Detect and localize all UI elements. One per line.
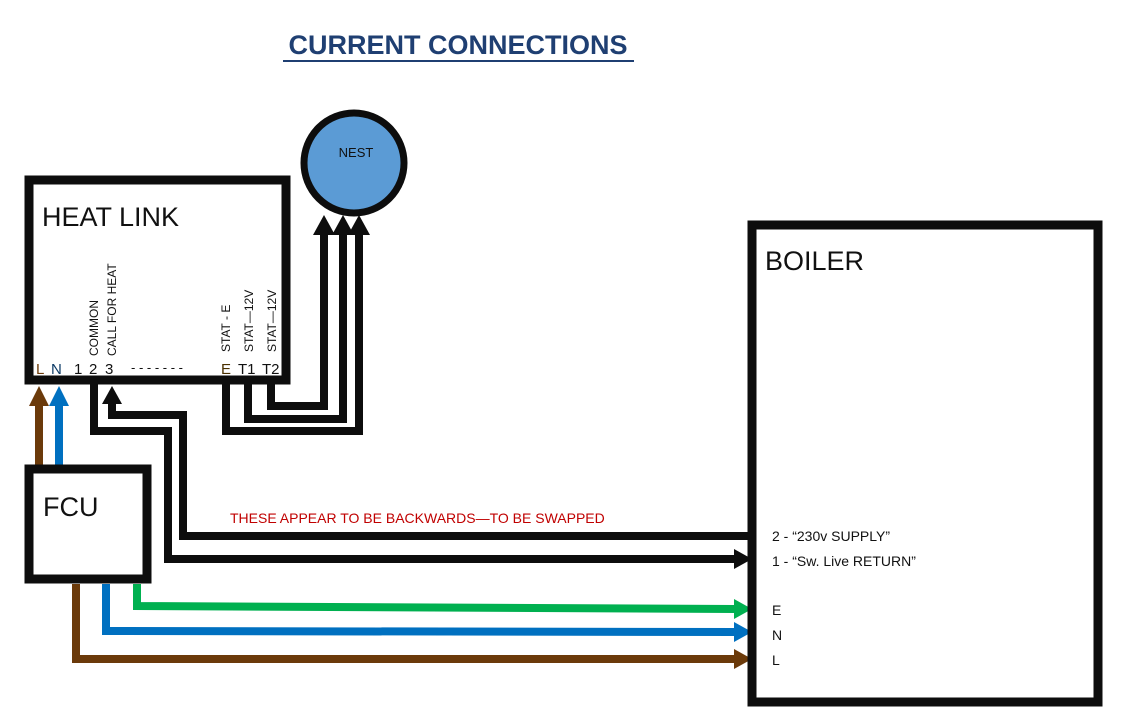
terminal-n: N — [51, 361, 62, 378]
terminal-3: 3 — [105, 361, 113, 378]
fcu-box — [24, 464, 152, 584]
arrowhead-heatlink-n — [49, 386, 69, 406]
arrowhead-boiler-1 — [734, 549, 752, 569]
swap-warning: THESE APPEAR TO BE BACKWARDS—TO BE SWAPP… — [230, 510, 605, 526]
wire-heatlink-e-nest — [222, 232, 363, 435]
wire-fcu-boiler-e — [133, 584, 736, 613]
boiler-box — [747, 220, 1103, 707]
arrowhead-boiler-l — [734, 649, 752, 669]
wire-heatlink-t1-nest — [244, 232, 347, 423]
boiler-label: BOILER — [765, 246, 864, 276]
terminal-2: 2 — [89, 361, 97, 378]
boiler-terminal-n: N — [772, 627, 782, 643]
terminal-t2: T2 — [262, 361, 280, 378]
terminal-l: L — [36, 361, 44, 378]
note-stat-t1: STAT—12V — [242, 290, 256, 352]
wire-fcu-boiler-l — [72, 584, 735, 663]
terminal-t1: T1 — [238, 361, 256, 378]
boiler-terminal-e: E — [772, 602, 781, 618]
arrowhead-nest-1 — [313, 215, 335, 235]
terminal-spacer: - - - - - - - — [131, 360, 183, 375]
note-common: COMMON — [87, 300, 101, 356]
arrowhead-nest-2 — [332, 215, 354, 235]
note-stat-e: STAT - E — [219, 305, 233, 352]
heat-link-box — [24, 175, 291, 385]
arrowhead-nest-3 — [348, 215, 370, 235]
nest-label: NEST — [339, 145, 374, 160]
boiler-terminal-2: 2 - “230v SUPPLY” — [772, 528, 890, 544]
heat-link-label: HEAT LINK — [42, 202, 179, 232]
fcu-label: FCU — [43, 492, 99, 522]
note-call-for-heat: CALL FOR HEAT — [105, 263, 119, 356]
wire-fcu-boiler-n — [102, 584, 736, 636]
wire-heatlink-2-boiler-1 — [90, 384, 735, 563]
terminal-e: E — [221, 361, 231, 378]
nest-thermostat — [300, 109, 408, 217]
wire-boiler-2-heatlink-3 — [108, 403, 748, 540]
arrowhead-heatlink-3 — [102, 386, 122, 404]
boiler-terminal-l: L — [772, 652, 780, 668]
diagram-title: CURRENT CONNECTIONS — [288, 30, 627, 60]
arrowhead-boiler-e — [734, 599, 752, 619]
note-stat-t2: STAT—12V — [265, 290, 279, 352]
boiler-terminal-1: 1 - “Sw. Live RETURN” — [772, 553, 916, 569]
arrowhead-heatlink-l — [29, 386, 49, 406]
arrowhead-boiler-n — [734, 622, 752, 642]
terminal-1: 1 — [74, 361, 82, 378]
wire-heatlink-t2-nest — [267, 232, 328, 410]
